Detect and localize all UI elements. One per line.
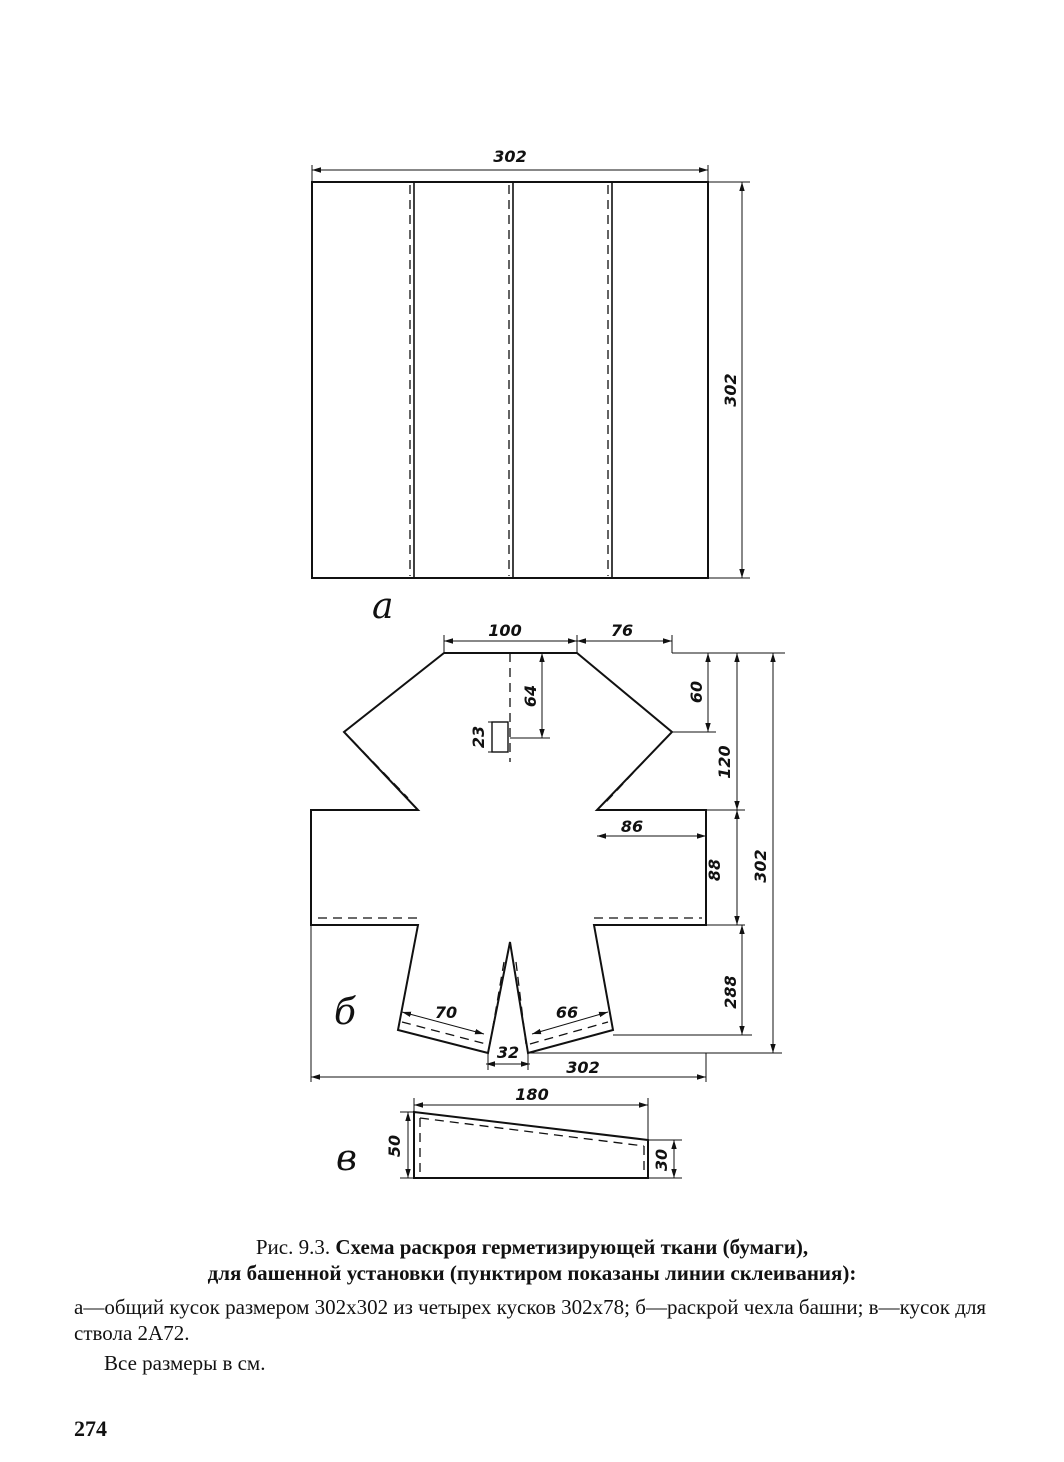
- dim-50-label: 50: [385, 1135, 404, 1157]
- dim-288-label: 288: [721, 975, 740, 1008]
- panel-a-letter: а: [372, 586, 393, 627]
- dim-100-label: 100: [488, 621, 521, 640]
- dim-64-label: 64: [521, 685, 540, 707]
- dim-32-label: 32: [497, 1043, 519, 1062]
- panel-b-drawing: [310, 635, 785, 1082]
- dim-60-label: 60: [687, 681, 706, 703]
- dim-23-label: 23: [469, 726, 488, 748]
- figure-number: Рис. 9.3.: [255, 1235, 331, 1259]
- figure-caption-title: Рис. 9.3. Схема раскроя герметизирующей …: [60, 1234, 1004, 1286]
- units-note: Все размеры в см.: [104, 1351, 266, 1375]
- panel-c-letter: в: [336, 1138, 357, 1179]
- caption-title-line1: Схема раскроя герметизирующей ткани (бум…: [335, 1235, 809, 1259]
- caption-title-line2: для башенной установки (пунктиром показа…: [207, 1261, 857, 1285]
- dim-180-label: 180: [515, 1085, 548, 1104]
- page-number: 274: [74, 1416, 107, 1441]
- figure-caption-description: а—общий кусок размером 302х302 из четыре…: [74, 1295, 987, 1345]
- dim-302-bottom-label: 302: [566, 1058, 599, 1077]
- dim-120-label: 120: [715, 745, 734, 778]
- panel-a-width-label: 302: [493, 147, 526, 166]
- dim-30-label: 30: [652, 1149, 671, 1171]
- dim-88-label: 88: [705, 859, 724, 881]
- panel-b-letter: б: [334, 992, 357, 1033]
- panel-a-drawing: [311, 165, 750, 579]
- panel-c-drawing: [400, 1098, 682, 1179]
- dim-86-label: 86: [621, 817, 643, 836]
- dim-70-label: 70: [435, 1003, 457, 1022]
- dim-76-label: 76: [611, 621, 633, 640]
- cutting-scheme-figure: 302 302 а: [310, 147, 785, 1179]
- dim-66-label: 66: [556, 1003, 578, 1022]
- dim-302-right-label: 302: [751, 849, 770, 882]
- panel-a-height-label: 302: [721, 373, 740, 406]
